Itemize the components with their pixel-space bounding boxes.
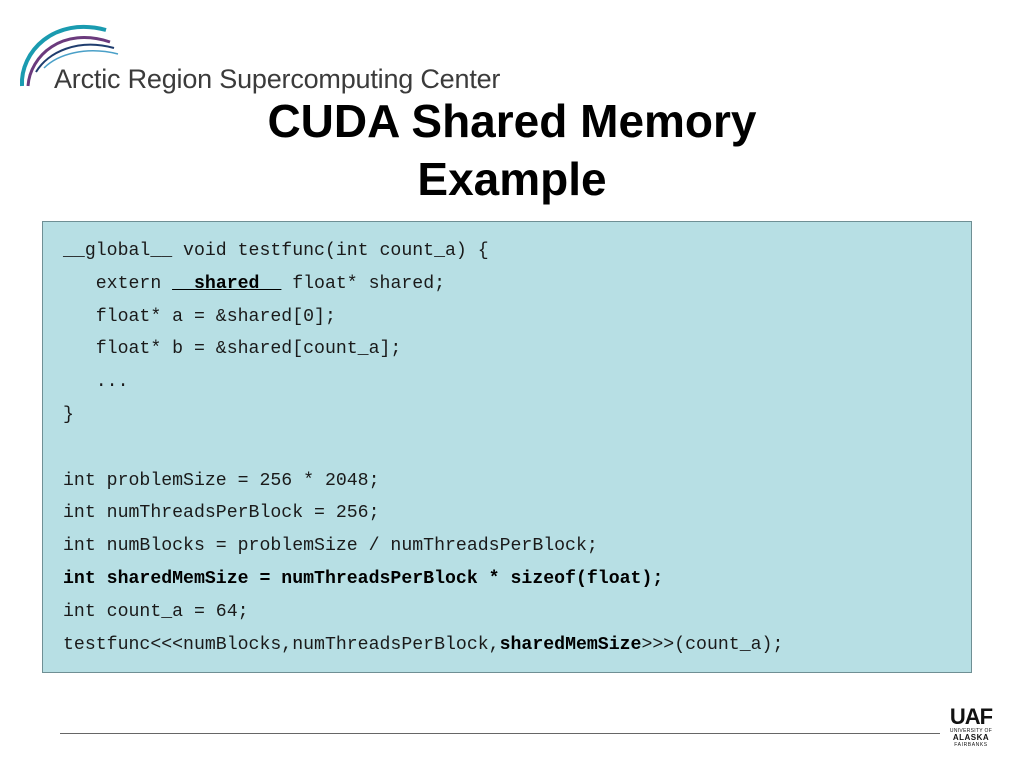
shared-keyword: __shared__ <box>172 273 282 294</box>
code-line-13: testfunc<<<numBlocks,numThreadsPerBlock,… <box>63 629 783 662</box>
code-line-1: __global__ void testfunc(int count_a) { <box>63 241 489 261</box>
uaf-wordmark: UAF <box>949 704 993 729</box>
code-line-2: extern __shared__ float* shared; <box>63 268 783 301</box>
logo-text: Arctic Region Supercomputing Center <box>54 64 501 94</box>
code-line-8: int problemSize = 256 * 2048; <box>63 470 380 491</box>
code-block: __global__ void testfunc(int count_a) { … <box>42 221 972 673</box>
arc-swoosh-logo-icon <box>19 24 119 87</box>
code-line-10: int numBlocks = problemSize / numThreads… <box>63 536 598 557</box>
uaf-logo: UAF UNIVERSITY OF ALASKA FAIRBANKS <box>944 704 998 749</box>
code-text: testfunc<<<numBlocks,numThreadsPerBlock, <box>63 634 500 655</box>
uaf-fairbanks: FAIRBANKS <box>954 742 988 748</box>
code-line-5: ... <box>63 372 129 393</box>
shared-mem-size-arg: sharedMemSize <box>499 634 642 655</box>
code-line-7 <box>63 432 783 465</box>
code-text: >>>(count_a); <box>641 634 784 655</box>
code-line-11: int sharedMemSize = numThreadsPerBlock *… <box>63 568 664 589</box>
code-line-4: float* b = &shared[count_a]; <box>63 339 402 360</box>
code-line-6: } <box>63 404 74 425</box>
title-line-2: Example <box>417 153 607 205</box>
code-text: extern <box>63 273 173 294</box>
code-text: float* shared; <box>281 273 446 294</box>
uaf-university-of: UNIVERSITY OF <box>949 728 993 734</box>
uaf-alaska: ALASKA <box>952 733 990 742</box>
footer-divider <box>60 733 940 734</box>
code-line-3: float* a = &shared[0]; <box>63 306 336 327</box>
code-listing: __global__ void testfunc(int count_a) { … <box>63 235 783 661</box>
arsc-logo: Arctic Region Supercomputing Center <box>14 12 574 94</box>
title-line-1: CUDA Shared Memory <box>267 95 757 147</box>
page-title: CUDA Shared Memory Example <box>0 92 1024 208</box>
code-line-12: int count_a = 64; <box>63 601 249 622</box>
code-line-9: int numThreadsPerBlock = 256; <box>63 503 380 524</box>
